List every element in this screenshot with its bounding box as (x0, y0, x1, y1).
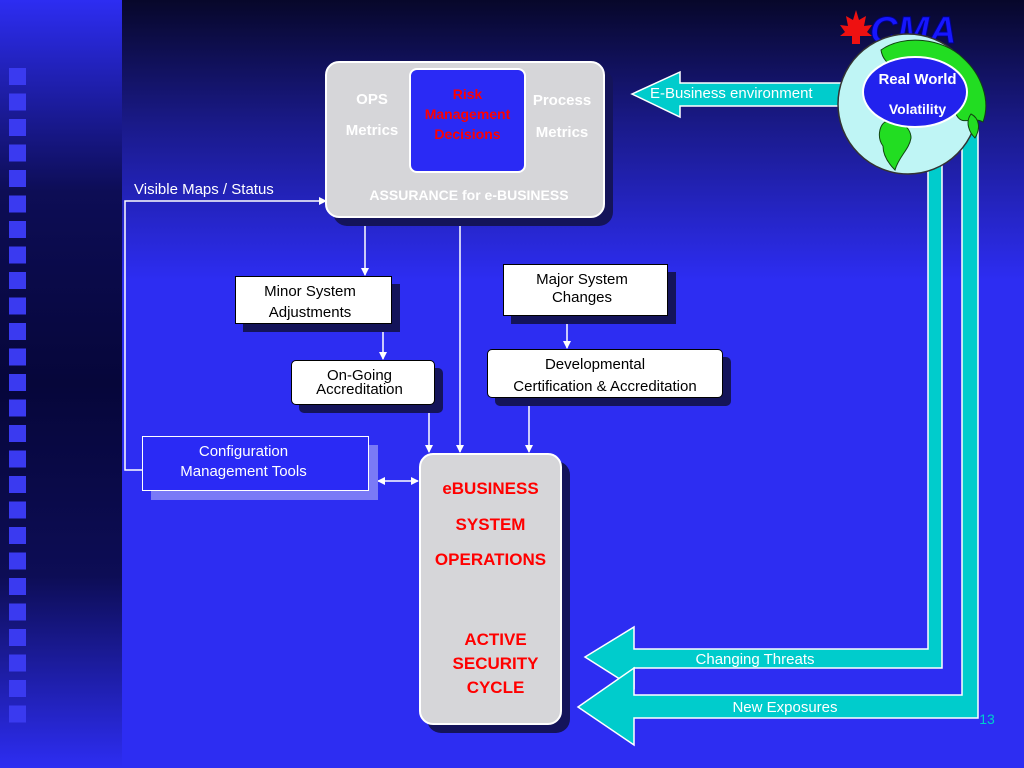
operations-panel (419, 453, 562, 725)
decorative-square (9, 476, 26, 493)
decorative-square (9, 705, 26, 723)
on-going-line-2: Accreditation (316, 381, 403, 398)
decorative-square (9, 578, 26, 595)
assurance-title: ASSURANCE for e-BUSINESS (369, 187, 569, 203)
risk-label: Risk (452, 86, 483, 102)
decorative-square (9, 348, 26, 366)
decisions-label: Decisions (434, 126, 501, 142)
decorative-square (9, 425, 26, 442)
on-going-line-1: On-Going (326, 367, 393, 384)
decorative-square (9, 272, 26, 289)
major-system-line-1: Major System (536, 271, 628, 288)
ops-metrics-label: Metrics (345, 122, 399, 139)
visible-maps-status-label: Visible Maps / Status (134, 181, 274, 198)
decorative-square (9, 450, 26, 468)
decorative-square (9, 246, 26, 264)
decorative-square (9, 603, 26, 621)
process-label: Process (532, 92, 592, 109)
configuration-line-1: Configuration (198, 443, 289, 460)
security-label: SECURITY (452, 654, 539, 673)
major-system-changes-box (503, 264, 668, 316)
decorative-square (9, 144, 26, 162)
changing-threats-label: Changing Threats (695, 651, 815, 668)
decorative-square (9, 629, 26, 646)
process-metrics-label: Metrics (535, 124, 589, 141)
new-exposures-label: New Exposures (732, 699, 838, 716)
decorative-square (9, 323, 26, 340)
decorative-square (9, 399, 26, 417)
decorative-square (9, 654, 26, 672)
globe-line-2: Volatility (888, 101, 947, 117)
management-label: Management (424, 106, 511, 122)
decorative-square (9, 93, 26, 111)
developmental-certification-box (487, 349, 723, 398)
page-number: 13 (979, 711, 995, 727)
minor-system-adjustments-box (235, 276, 392, 324)
globe-icon (837, 33, 987, 175)
decorative-square (9, 170, 26, 187)
on-going-accreditation-box (291, 360, 435, 405)
minor-system-line-1: Minor System (264, 283, 356, 300)
decorative-square (9, 68, 26, 85)
system-label: SYSTEM (455, 515, 526, 534)
e-business-environment-label: E-Business environment (650, 85, 813, 102)
globe-line-1: Real World (878, 71, 957, 88)
risk-management-box (409, 68, 526, 173)
developmental-line-1: Developmental (544, 356, 646, 373)
ebusiness-label: eBUSINESS (442, 479, 539, 498)
configuration-management-tools-box (142, 436, 369, 491)
decorative-square (9, 119, 26, 136)
ops-label: OPS (356, 91, 388, 108)
decorative-square (9, 297, 26, 315)
decorative-square (9, 195, 26, 213)
developmental-line-2: Certification & Accreditation (513, 378, 697, 395)
decorative-square (9, 680, 26, 697)
cycle-label: CYCLE (466, 678, 525, 697)
configuration-line-2: Management Tools (180, 463, 307, 480)
operations-label: OPERATIONS (434, 550, 547, 569)
maple-leaf-icon (840, 10, 872, 44)
decorative-square (9, 552, 26, 570)
decorative-square (9, 501, 26, 519)
minor-system-line-2: Adjustments (268, 304, 352, 321)
active-label: ACTIVE (464, 630, 527, 649)
decorative-square (9, 527, 26, 544)
decorative-square (9, 374, 26, 391)
major-system-line-2: Changes (551, 289, 613, 306)
decorative-square (9, 221, 26, 238)
